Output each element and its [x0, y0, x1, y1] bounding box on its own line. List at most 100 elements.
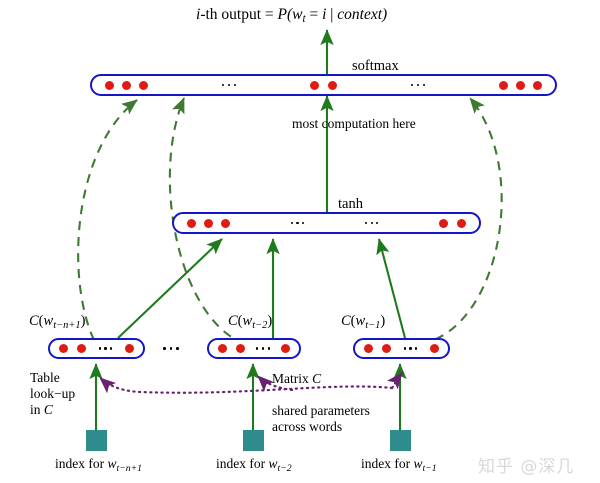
index-label-1: index for wt−n+1: [55, 456, 143, 474]
neuron-dot: [105, 80, 114, 90]
index-label-2-sub: t−2: [277, 462, 292, 474]
embedding-box-3[interactable]: [353, 338, 450, 359]
output-formula-p-open: P(: [277, 6, 293, 23]
neuron-dot: [221, 218, 230, 228]
index-label-1-sub: t−n+1: [116, 462, 143, 474]
table-lookup-line-1: Table: [30, 370, 60, 385]
embedding-label-2: C(wt−2): [228, 313, 273, 332]
watermark: 知乎 @深几: [478, 457, 575, 477]
dotted-shared-matrix-c: [98, 376, 394, 394]
neuron-dot: [382, 344, 391, 353]
index-square-1[interactable]: [86, 430, 107, 451]
embedding-box-2[interactable]: [207, 338, 301, 359]
embedding-sequence-ellipsis: [163, 347, 179, 350]
index-label-3: index for wt−1: [361, 456, 437, 474]
index-label-2: index for wt−2: [216, 456, 292, 474]
output-formula-eq: =: [305, 6, 323, 23]
output-formula: i-th output = P(wt = i | context): [196, 6, 388, 26]
matrix-c-annotation: Matrix C: [272, 371, 321, 387]
embedding-label-2-sub: t−2: [252, 320, 268, 332]
arrow-embed1-to-tanh: [117, 238, 223, 339]
arrow-embed3-to-tanh: [376, 238, 407, 339]
index-label-3-pre: index for: [361, 456, 414, 471]
dotted-shared-branch-mid: [256, 374, 294, 392]
embedding-label-1-w: w: [43, 313, 54, 329]
index-square-2[interactable]: [243, 430, 264, 451]
neuron-dot: [122, 80, 131, 90]
index-square-3[interactable]: [390, 430, 411, 451]
neuron-dot: [310, 80, 319, 90]
index-label-2-w: w: [268, 456, 278, 471]
ellipsis-icon: [364, 221, 379, 225]
neuron-dot: [516, 80, 525, 90]
embedding-label-1: C(wt−n+1): [29, 313, 86, 332]
neuron-dot: [457, 218, 466, 228]
neuron-dot: [236, 344, 245, 353]
table-lookup-line-3-pre: in: [30, 401, 44, 417]
neuron-dot: [59, 344, 68, 353]
dotted-shared-branch-right: [387, 371, 404, 390]
neuron-dot: [364, 344, 373, 353]
neuron-dot: [204, 218, 213, 228]
output-formula-w: w: [292, 6, 303, 23]
ellipsis-icon: [98, 347, 113, 350]
table-lookup-line-3: in C: [30, 402, 75, 418]
shared-parameters-line-2: across words: [272, 418, 343, 434]
table-lookup-annotation: Table look−up in C: [30, 370, 75, 418]
neuron-dot: [281, 344, 290, 353]
shared-parameters-line-1: shared parameters: [272, 403, 370, 418]
tanh-layer-box[interactable]: [172, 212, 481, 234]
shared-parameters-annotation: shared parameters across words: [272, 403, 370, 435]
index-label-1-pre: index for: [55, 456, 108, 471]
output-formula-i2: i: [322, 6, 327, 23]
ellipsis-icon: [403, 347, 418, 350]
index-label-1-w: w: [107, 456, 117, 471]
ellipsis-icon: [411, 83, 425, 87]
tanh-layer-label: tanh: [338, 196, 363, 212]
neuron-dot: [187, 218, 196, 228]
embedding-label-3: C(wt−1): [341, 313, 385, 332]
embedding-label-3-w: w: [355, 313, 366, 329]
embedding-label-2-w: w: [242, 313, 253, 329]
matrix-c-prefix: Matrix: [272, 371, 313, 386]
softmax-layer-label: softmax: [352, 58, 399, 74]
embedding-label-3-c: C: [341, 313, 351, 329]
embedding-label-2-c: C: [228, 313, 238, 329]
embedding-label-1-sub: t−n+1: [53, 320, 81, 332]
embedding-box-1[interactable]: [48, 338, 145, 359]
output-formula-context: context: [337, 6, 383, 23]
neuron-dot: [218, 344, 227, 353]
output-formula-bar: |: [326, 6, 338, 23]
softmax-layer-box[interactable]: [90, 74, 557, 96]
ellipsis-icon: [222, 83, 236, 87]
neuron-dot: [328, 80, 337, 90]
embedding-label-1-open: (: [38, 313, 44, 329]
index-label-3-sub: t−1: [422, 462, 437, 474]
embedding-label-1-c: C: [29, 313, 39, 329]
output-formula-rest: -th output =: [200, 6, 278, 23]
neuron-dot: [430, 344, 439, 353]
output-formula-w-sub: t: [302, 13, 306, 26]
matrix-c-var: C: [312, 371, 322, 386]
index-label-2-pre: index for: [216, 456, 269, 471]
neuron-dot: [139, 80, 148, 90]
neuron-dot: [439, 218, 448, 228]
embedding-label-1-close: ): [80, 313, 86, 329]
embedding-label-3-open: (: [350, 313, 356, 329]
output-formula-p-close: ): [382, 6, 388, 23]
neuron-dot: [533, 80, 542, 90]
embedding-label-2-open: (: [237, 313, 243, 329]
embedding-label-2-close: ): [267, 313, 273, 329]
dashed-embed1-to-softmax: [77, 99, 138, 341]
table-lookup-line-3-c: C: [43, 401, 53, 417]
most-computation-annotation: most computation here: [292, 116, 416, 131]
table-lookup-line-2: look−up: [30, 385, 76, 401]
neuron-dot: [499, 80, 508, 90]
neuron-dot: [77, 344, 86, 353]
embedding-label-3-sub: t−1: [365, 320, 381, 332]
dashed-embed3-to-softmax: [419, 97, 503, 346]
output-formula-i: i: [196, 6, 201, 23]
ellipsis-icon: [290, 221, 305, 225]
